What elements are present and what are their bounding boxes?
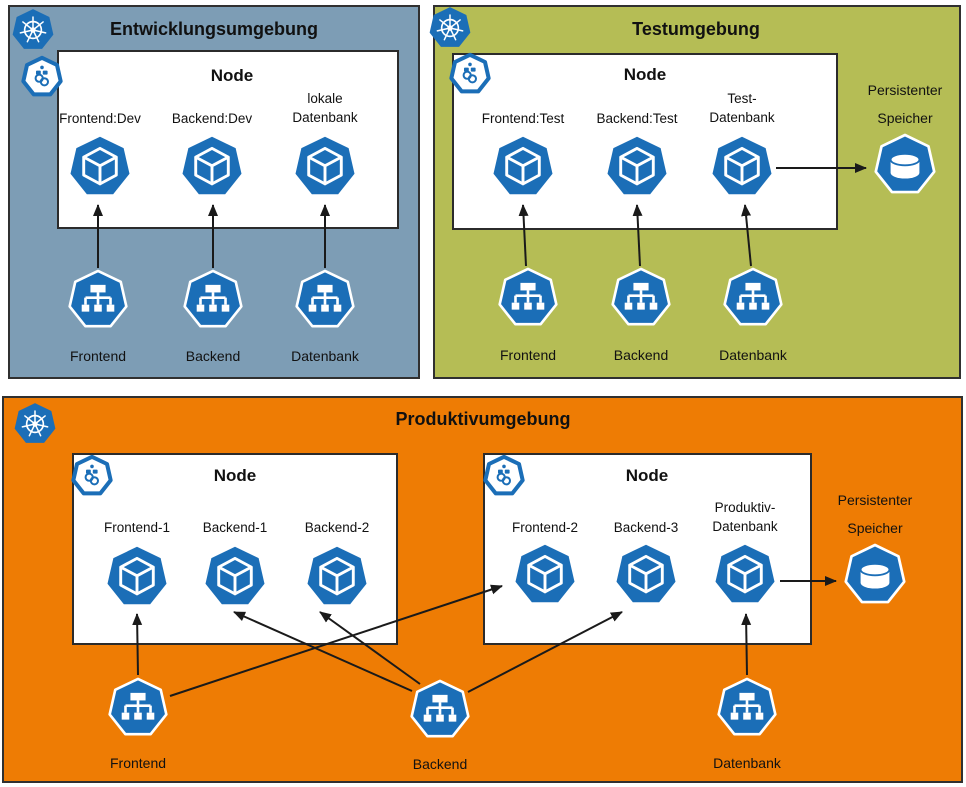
kubernetes-logo-icon	[11, 401, 59, 447]
pod-icon	[203, 544, 267, 610]
env-title-entwicklung: Entwicklungsumgebung	[109, 19, 319, 39]
pod-label-produktiv-datenbank: Produktiv- Datenbank	[712, 500, 778, 534]
service-icon	[721, 265, 785, 331]
node-title: Node	[213, 466, 257, 485]
service-label-backend: Backend	[412, 756, 468, 772]
node-icon	[70, 454, 114, 498]
env-title-produktiv: Produktivumgebung	[395, 409, 571, 429]
dev-node-box	[57, 50, 399, 229]
pod-icon	[105, 544, 169, 610]
kubernetes-logo-icon	[9, 7, 57, 53]
pod-icon	[710, 134, 774, 200]
pod-icon	[713, 542, 777, 608]
service-label-backend: Backend	[185, 348, 241, 364]
pod-label-backend-1: Backend-1	[202, 520, 268, 535]
pod-label-backend-2: Backend-2	[304, 520, 370, 535]
service-label-frontend: Frontend	[69, 348, 127, 364]
service-label-datenbank: Datenbank	[291, 348, 359, 364]
pod-label-frontend-test: Frontend:Test	[481, 111, 565, 126]
pod-icon	[605, 134, 669, 200]
service-icon	[181, 267, 245, 333]
pod-label-test-datenbank: Test- Datenbank	[709, 91, 775, 125]
service-icon	[715, 675, 779, 741]
service-label-backend: Backend	[613, 347, 669, 363]
storage-label: Persistenter Speicher	[837, 492, 913, 536]
pod-icon	[513, 542, 577, 608]
service-label-datenbank: Datenbank	[719, 347, 787, 363]
pod-label-backend-test: Backend:Test	[596, 111, 678, 126]
service-label-datenbank: Datenbank	[713, 755, 781, 771]
env-title-test: Testumgebung	[632, 19, 760, 39]
service-icon	[496, 265, 560, 331]
pod-label-frontend-dev: Frontend:Dev	[59, 111, 141, 126]
pod-icon	[491, 134, 555, 200]
node-title: Node	[625, 466, 669, 485]
pod-label-backend-3: Backend-3	[613, 520, 679, 535]
pod-icon	[293, 134, 357, 200]
pod-icon	[68, 134, 132, 200]
service-icon	[408, 677, 472, 743]
service-label-frontend: Frontend	[499, 347, 557, 363]
node-title: Node	[210, 66, 254, 85]
node-icon	[448, 52, 492, 96]
node-icon	[20, 55, 64, 99]
pod-label-frontend-2: Frontend-2	[511, 520, 579, 535]
pod-icon	[305, 544, 369, 610]
persistent-storage-icon	[872, 131, 938, 199]
node-icon	[482, 454, 526, 498]
pod-label-backend-dev: Backend:Dev	[171, 111, 253, 126]
storage-label: Persistenter Speicher	[867, 82, 943, 126]
pod-icon	[180, 134, 244, 200]
persistent-storage-icon	[842, 541, 908, 609]
service-icon	[66, 267, 130, 333]
node-title: Node	[623, 65, 667, 84]
service-icon	[609, 265, 673, 331]
kubernetes-logo-icon	[426, 5, 474, 51]
service-icon	[293, 267, 357, 333]
service-icon	[106, 675, 170, 741]
pod-icon	[614, 542, 678, 608]
service-label-frontend: Frontend	[109, 755, 167, 771]
pod-label-frontend-1: Frontend-1	[103, 520, 171, 535]
pod-label-lokale-datenbank: lokale Datenbank	[292, 91, 358, 125]
